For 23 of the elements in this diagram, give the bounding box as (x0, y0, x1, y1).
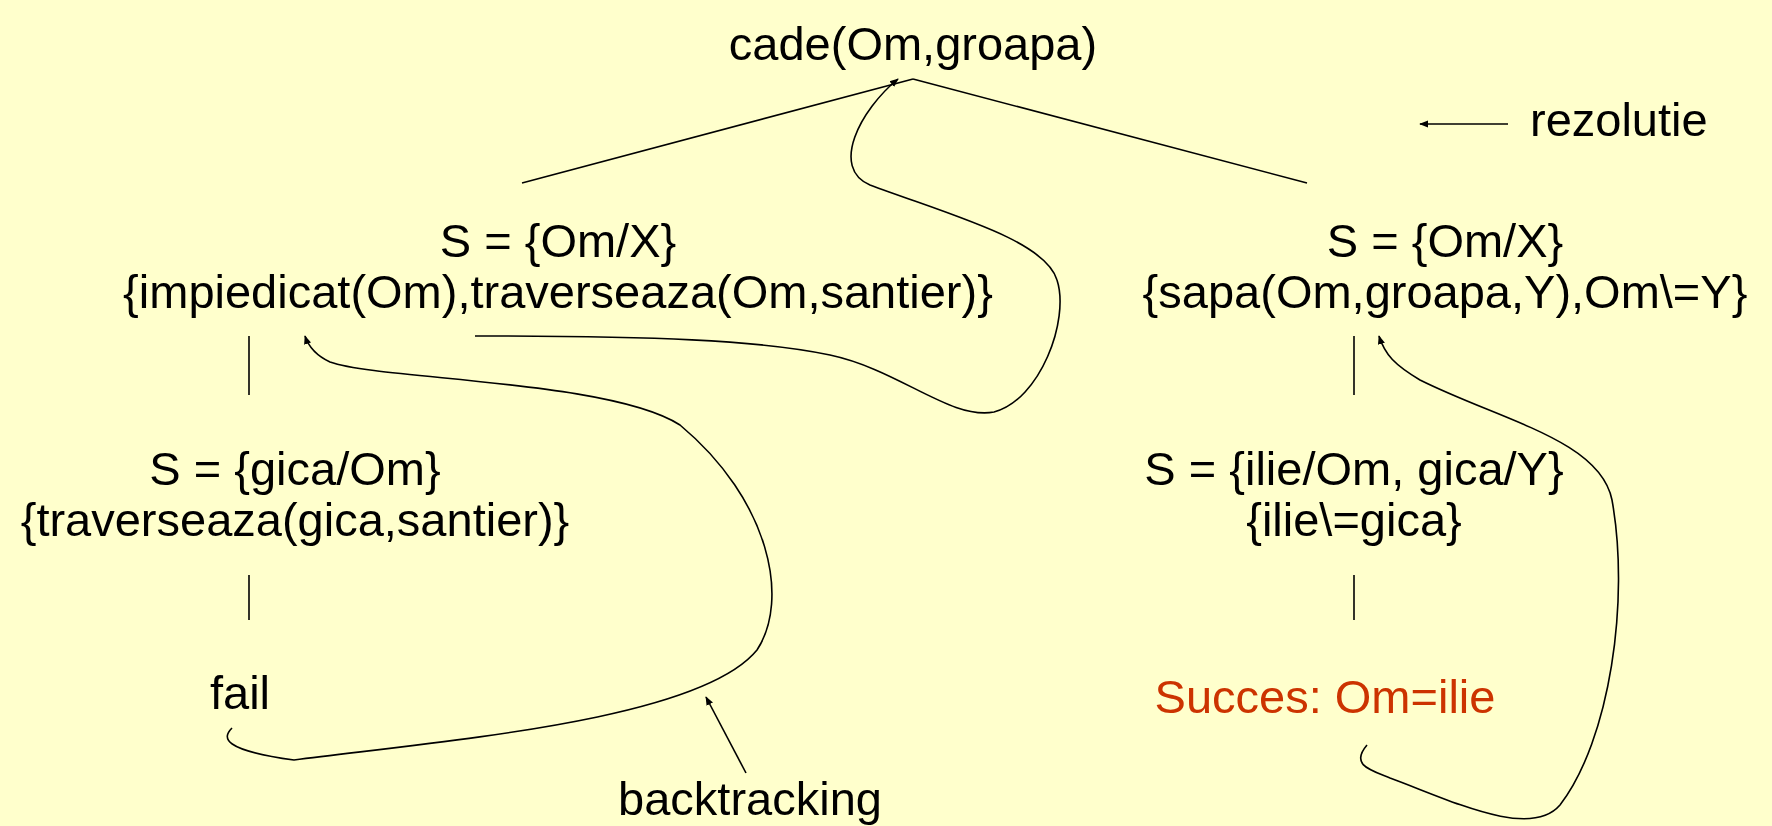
tree-branch-line (248, 335, 250, 396)
goal-text: {impiedicat(Om),traverseaza(Om,santier)} (123, 266, 993, 317)
curved-arrow (474, 78, 1061, 414)
goal-text: backtracking (618, 773, 882, 824)
leader-arrow (705, 696, 747, 774)
tree-branch-line (1353, 335, 1355, 396)
tree-branch-line (248, 574, 250, 621)
goal-text: cade(Om,groapa) (728, 18, 1098, 69)
substitution-text: S = {gica/Om} (149, 443, 441, 494)
tree-branch-line (521, 78, 914, 184)
curved-arrow (226, 335, 773, 761)
substitution-text: S = {ilie/Om, gica/Y} (1144, 443, 1564, 494)
goal-text: Succes: Om=ilie (1154, 671, 1496, 722)
legend-text: rezolutie (1530, 94, 1708, 145)
goal-text: {ilie\=gica} (1246, 494, 1462, 545)
curved-arrow (1359, 335, 1620, 820)
goal-text: {sapa(Om,groapa,Y),Om\=Y} (1142, 266, 1748, 317)
goal-text: fail (209, 667, 271, 718)
tree-branch-line (912, 78, 1308, 184)
tree-branch-line (1353, 574, 1355, 621)
substitution-text: S = {Om/X} (439, 215, 677, 266)
goal-text: {traverseaza(gica,santier)} (20, 494, 570, 545)
substitution-text: S = {Om/X} (1326, 215, 1564, 266)
